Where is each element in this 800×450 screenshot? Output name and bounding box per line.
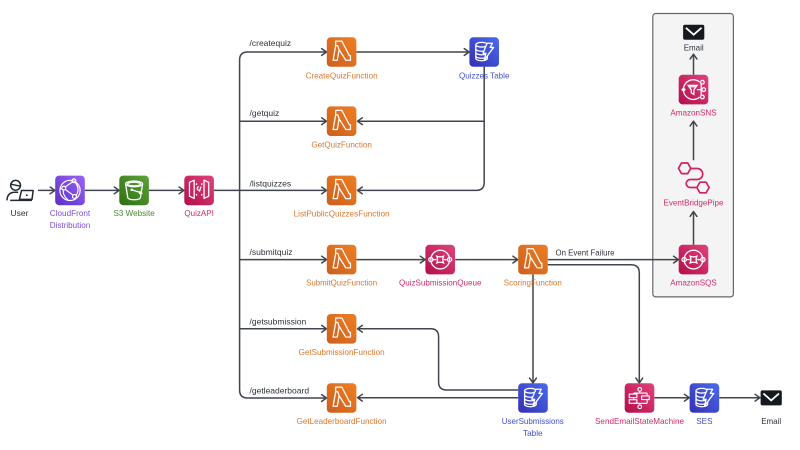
svg-text:SendEmailStateMachine: SendEmailStateMachine	[595, 416, 684, 426]
svg-text:On Event Failure: On Event Failure	[556, 247, 615, 257]
svg-text:/listquizzes: /listquizzes	[250, 178, 292, 188]
svg-text:S3 Website: S3 Website	[114, 208, 155, 218]
svg-text:/getleaderboard: /getleaderboard	[250, 386, 310, 396]
svg-text:AmazonSNS: AmazonSNS	[670, 108, 717, 118]
svg-text:CreateQuizFunction: CreateQuizFunction	[306, 70, 378, 80]
svg-text:SubmitQuizFunction: SubmitQuizFunction	[306, 278, 377, 288]
svg-text:CloudFront: CloudFront	[50, 208, 91, 218]
svg-text:Table: Table	[523, 428, 543, 438]
svg-text:Email: Email	[684, 42, 704, 52]
svg-text:GetSubmissionFunction: GetSubmissionFunction	[299, 347, 385, 357]
svg-text:ScoringFunction: ScoringFunction	[504, 278, 562, 288]
svg-text:UserSubmissions: UserSubmissions	[502, 416, 564, 426]
svg-text:EventBridgePipe: EventBridgePipe	[664, 198, 724, 208]
svg-text:Quizzes Table: Quizzes Table	[459, 70, 510, 80]
svg-text:QuizAPI: QuizAPI	[184, 208, 214, 218]
svg-text:GetLeaderboardFunction: GetLeaderboardFunction	[297, 416, 387, 426]
svg-text:SES: SES	[696, 416, 713, 426]
svg-text:/getsubmission: /getsubmission	[250, 316, 307, 326]
svg-text:GetQuizFunction: GetQuizFunction	[311, 140, 372, 150]
svg-text:User: User	[11, 208, 29, 218]
svg-text:ListPublicQuizzesFunction: ListPublicQuizzesFunction	[294, 209, 390, 219]
svg-text:/submitquiz: /submitquiz	[250, 247, 293, 257]
svg-text:/createquiz: /createquiz	[250, 38, 292, 48]
svg-text:Distribution: Distribution	[50, 220, 91, 230]
svg-text:/getquiz: /getquiz	[250, 108, 280, 118]
svg-text:Email: Email	[761, 416, 781, 426]
svg-text:AmazonSQS: AmazonSQS	[670, 278, 717, 288]
svg-text:QuizSubmissionQueue: QuizSubmissionQueue	[399, 278, 482, 288]
